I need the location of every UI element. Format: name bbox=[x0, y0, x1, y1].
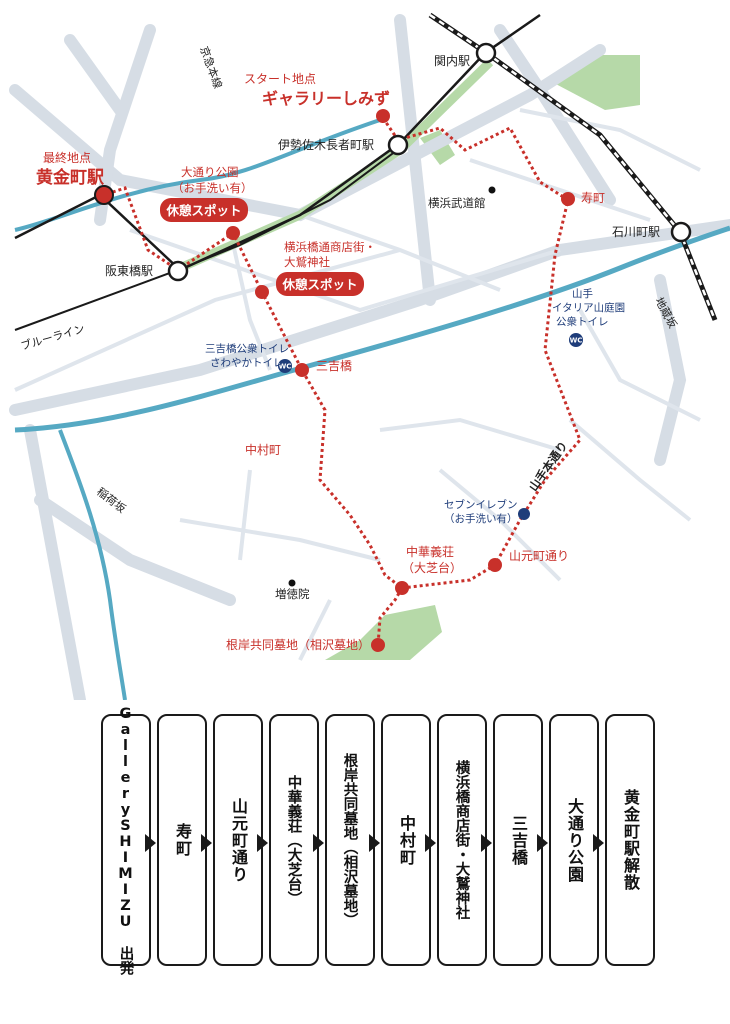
itinerary-step-3: 山元町通り bbox=[213, 714, 263, 966]
itinerary-step-label: 横浜橋商店街・大鷲神社 bbox=[453, 760, 470, 920]
waypoint-cemetery bbox=[371, 638, 385, 652]
station-label-ishikawacho: 石川町駅 bbox=[612, 225, 660, 239]
itinerary-step-label: GallerySHIMIZU 出発 bbox=[117, 705, 134, 975]
flow-arrow-icon bbox=[313, 834, 324, 852]
label-yamate-2: イタリア山庭園 bbox=[552, 301, 625, 314]
park-area-northeast bbox=[552, 55, 640, 110]
svg-text:休憩スポット: 休憩スポット bbox=[281, 277, 357, 292]
itinerary-step-label: 中華義荘（大芝台） bbox=[285, 774, 302, 906]
label-yamate-1: 山手 bbox=[572, 287, 593, 300]
wc-icon-yamate: WC bbox=[569, 333, 583, 347]
itinerary-step-5: 根岸共同墓地（相沢墓地） bbox=[325, 714, 375, 966]
river-north bbox=[14, 118, 381, 232]
flow-arrow-icon bbox=[481, 834, 492, 852]
flow-arrow-icon bbox=[425, 834, 436, 852]
label-yamate-3: 公衆トイレ bbox=[556, 315, 609, 328]
waypoint-odori-park bbox=[226, 226, 240, 240]
label-mitsuyoshi-wc-2: さわやかトイレ bbox=[210, 357, 284, 369]
label-mitsuyoshi: 三吉橋 bbox=[316, 359, 352, 373]
road-network bbox=[9, 14, 730, 700]
start-name-label: ギャラリーしみず bbox=[262, 89, 390, 108]
route-map: WC WC 休憩スポット 休憩スポット スタート地点 ギャラリーしみず 最終地点… bbox=[9, 12, 730, 700]
label-odori-park-2: （お手洗い有） bbox=[172, 181, 253, 195]
station-label-kannai: 関内駅 bbox=[434, 54, 470, 68]
waypoints bbox=[94, 109, 575, 652]
svg-text:WC: WC bbox=[570, 337, 583, 345]
itinerary-step-label: 中村町 bbox=[397, 814, 416, 866]
itinerary-step-label: 根岸共同墓地（相沢墓地） bbox=[341, 753, 358, 927]
station-marker-kannai bbox=[475, 42, 497, 64]
svg-text:WC: WC bbox=[279, 363, 292, 371]
station-label-sakuragi: 阪東橋駅 bbox=[105, 264, 153, 278]
flow-arrow-icon bbox=[537, 834, 548, 852]
label-mitsuyoshi-wc-1: 三吉橋公衆トイレ bbox=[205, 342, 289, 355]
waypoint-mitsuyoshi bbox=[295, 363, 309, 377]
finish-sub-label: 最終地点 bbox=[43, 150, 91, 165]
station-marker-isezaki bbox=[387, 134, 409, 156]
marker-seven-eleven bbox=[518, 508, 530, 520]
waypoint-chukagiso bbox=[395, 581, 409, 595]
marker-zotokuin bbox=[288, 579, 296, 587]
svg-text:休憩スポット: 休憩スポット bbox=[165, 203, 241, 218]
label-seven-1: セブンイレブン bbox=[444, 498, 518, 511]
marker-budokan bbox=[488, 186, 496, 194]
blue-line bbox=[14, 147, 401, 331]
label-zotokuin: 増徳院 bbox=[275, 587, 310, 601]
itinerary-step-label: 大通り公園 bbox=[565, 797, 584, 883]
label-cemetery: 根岸共同墓地（相沢墓地） bbox=[226, 638, 370, 652]
station-marker-ishikawacho bbox=[670, 221, 692, 243]
flow-arrow-icon bbox=[369, 834, 380, 852]
rest-spot-badge-1: 休憩スポット bbox=[160, 198, 248, 222]
label-jizozaka: 地蔵坂 bbox=[652, 295, 679, 330]
finish-name-label: 黄金町駅 bbox=[36, 167, 105, 188]
itinerary-step-label: 三吉橋 bbox=[509, 814, 528, 866]
flow-arrow-icon bbox=[201, 834, 212, 852]
label-chukagiso-1: 中華義荘 bbox=[406, 544, 454, 559]
itinerary-step-2: 寿町 bbox=[157, 714, 207, 966]
itinerary-step-label: 山元町通り bbox=[229, 797, 248, 883]
park-area-cemetery bbox=[325, 605, 442, 660]
river-west bbox=[58, 429, 127, 700]
itinerary-step-label: 寿町 bbox=[173, 823, 192, 857]
jr-line-dash bbox=[429, 13, 717, 321]
waypoint-finish bbox=[94, 185, 114, 205]
itinerary-step-10: 黄金町駅解散 bbox=[605, 714, 655, 966]
waypoint-start bbox=[376, 109, 390, 123]
label-seven-2: （お手洗い有） bbox=[444, 512, 518, 525]
line-label-keikyu: 京急本線 bbox=[197, 44, 225, 90]
itinerary-step-8: 三吉橋 bbox=[493, 714, 543, 966]
rest-spot-badge-2: 休憩スポット bbox=[276, 272, 364, 296]
start-sub-label: スタート地点 bbox=[244, 72, 316, 86]
label-budokan: 横浜武道館 bbox=[428, 196, 486, 210]
label-yamamotocho: 山元町通り bbox=[509, 549, 569, 563]
itinerary-step-1: GallerySHIMIZU 出発 bbox=[101, 706, 151, 975]
itinerary-step-7: 横浜橋商店街・大鷲神社 bbox=[437, 714, 487, 966]
label-odori-park-1: 大通り公園 bbox=[181, 165, 239, 179]
flow-arrow-icon bbox=[593, 834, 604, 852]
waypoint-shotengai bbox=[255, 285, 269, 299]
itinerary-step-9: 大通り公園 bbox=[549, 714, 599, 966]
label-kotobuki: 寿町 bbox=[581, 191, 605, 205]
label-inarizaka: 稲荷坂 bbox=[94, 485, 128, 516]
waypoint-yamamotocho bbox=[488, 558, 502, 572]
station-label-isezaki: 伊勢佐木長者町駅 bbox=[278, 137, 374, 152]
walking-route bbox=[103, 117, 582, 590]
itinerary-step-6: 中村町 bbox=[381, 714, 431, 966]
label-nakamuracho: 中村町 bbox=[245, 442, 281, 457]
label-shotengai-2: 大鷲神社 bbox=[284, 255, 330, 269]
flow-arrow-icon bbox=[145, 834, 156, 852]
flow-arrow-icon bbox=[257, 834, 268, 852]
line-label-blue: ブルーライン bbox=[19, 321, 86, 353]
station-marker-sakuragi bbox=[167, 260, 189, 282]
itinerary-step-4: 中華義荘（大芝台） bbox=[269, 714, 319, 966]
label-shotengai-1: 横浜橋通商店街・ bbox=[284, 240, 376, 254]
itinerary-step-label: 黄金町駅解散 bbox=[621, 789, 640, 891]
waypoint-kotobuki bbox=[561, 192, 575, 206]
wc-icon-mitsuyoshi: WC bbox=[278, 359, 292, 373]
river-main bbox=[14, 225, 730, 433]
label-chukagiso-2: （大芝台） bbox=[402, 560, 462, 575]
